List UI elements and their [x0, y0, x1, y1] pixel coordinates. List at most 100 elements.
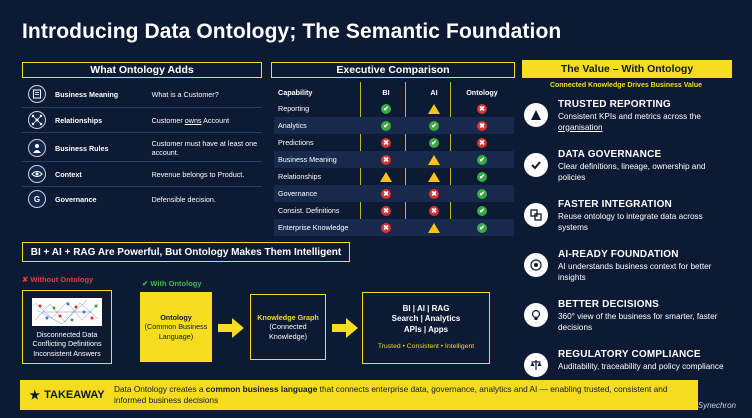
- without-ontology-box: Disconnected Data Conflicting Definition…: [22, 290, 112, 364]
- scales-icon: [524, 353, 548, 377]
- capability-label: Reporting: [278, 104, 310, 113]
- adds-label: Business Rules: [55, 143, 109, 153]
- status-cell-ai: [410, 222, 458, 233]
- status-cell-ont: ✔: [458, 222, 506, 233]
- comparison-row: Enterprise Knowledge✖✔: [274, 219, 514, 236]
- cross-icon: ✖: [381, 154, 391, 165]
- ontology-sub: (Common Business Language): [144, 322, 208, 341]
- value-item-ai-ready: AI-READY FOUNDATION AI understands busin…: [522, 249, 732, 289]
- check-icon: ✔: [477, 154, 487, 165]
- lightbulb-icon: [524, 303, 548, 327]
- capability-label: Business Meaning: [278, 155, 337, 164]
- comparison-row: Analytics ✔ ✔ ✖: [274, 117, 514, 134]
- star-icon: ★: [29, 388, 41, 402]
- status-cell-bi: ✖: [362, 154, 410, 165]
- value-desc: AI understands business context for bett…: [558, 262, 712, 282]
- adds-desc: Customer owns Account: [151, 115, 230, 125]
- adds-item-governance: G Governance Defensible decision.: [22, 187, 262, 211]
- cross-icon: ✖: [477, 103, 487, 114]
- value-desc: Clear definitions, lineage, ownership an…: [558, 162, 706, 182]
- status-cell-ont: ✔: [458, 154, 506, 165]
- divider: [22, 107, 262, 108]
- status-cell-ai: ✖: [410, 188, 458, 199]
- takeaway-label: ★TAKEAWAY: [29, 388, 105, 402]
- check-icon: ✔: [477, 205, 487, 216]
- status-cell-ont: ✖: [458, 120, 506, 131]
- warning-icon: [380, 171, 392, 182]
- adds-item-business-rules: Business Rules Customer must have at lea…: [22, 134, 262, 162]
- status-cell-ai: [410, 171, 458, 182]
- value-title: TRUSTED REPORTING: [558, 99, 671, 110]
- without-line: Disconnected Data: [36, 329, 98, 339]
- book-icon: [28, 85, 46, 103]
- network-graph-image: [32, 297, 102, 326]
- column-header: BI: [382, 88, 390, 97]
- capability-label: Analytics: [278, 121, 307, 130]
- check-icon: ✔: [429, 137, 439, 148]
- capability-label: Consist. Definitions: [278, 206, 340, 215]
- triangle-icon: [524, 103, 548, 127]
- comparison-row: Consist. Definitions✖✖✔: [274, 202, 514, 219]
- page-title: Introducing Data Ontology; The Semantic …: [22, 20, 562, 43]
- knowledge-graph-box: Knowledge Graph (Connected Knowledge): [250, 294, 326, 360]
- value-title: FASTER INTEGRATION: [558, 199, 672, 210]
- column-header: AI: [430, 88, 438, 97]
- value-desc: Consistent KPIs and metrics across the o…: [558, 112, 701, 132]
- warning-icon: [428, 222, 440, 233]
- check-icon: ✔: [429, 120, 439, 131]
- without-line: Inconsistent Answers: [33, 348, 101, 358]
- outcome-line: BI | AI | RAG: [402, 304, 450, 313]
- comparison-row: Business Meaning ✖ ✔: [274, 151, 514, 168]
- value-desc: Auditability, traceability and policy co…: [558, 362, 724, 371]
- value-item-data-governance: DATA GOVERNANCE Clear definitions, linea…: [522, 149, 732, 189]
- comparison-row: Reporting ✔ ✖: [274, 100, 514, 117]
- adds-label: Governance: [55, 194, 97, 204]
- status-cell-ai: [410, 154, 458, 165]
- value-item-better-decisions: BETTER DECISIONS 360° view of the busine…: [522, 299, 732, 339]
- adds-item-business-meaning: Business Meaning What is a Customer?: [22, 82, 262, 106]
- outcome-line: APIs | Apps: [403, 324, 449, 334]
- status-cell-ont: ✔: [458, 205, 506, 216]
- arrow-head: [232, 318, 244, 338]
- arrow-head: [346, 318, 358, 338]
- graph-sub: (Connected Knowledge): [269, 322, 307, 341]
- graph-title: Knowledge Graph: [257, 312, 319, 322]
- status-cell-ai: ✔: [410, 120, 458, 131]
- cross-icon: ✖: [381, 188, 391, 199]
- with-ontology-label: ✔ With Ontology: [142, 279, 202, 288]
- user-icon: [28, 139, 46, 157]
- warning-icon: [428, 103, 440, 114]
- cross-icon: ✖: [429, 205, 439, 216]
- outcome-line: Search | Analytics: [391, 314, 461, 324]
- cross-icon: ✖: [381, 137, 391, 148]
- outcome-box: BI | AI | RAG Search | Analytics APIs | …: [362, 292, 490, 364]
- adds-label: Context: [55, 169, 82, 179]
- adds-label: Business Meaning: [55, 89, 119, 99]
- adds-desc: What is a Customer?: [151, 89, 219, 99]
- value-title: DATA GOVERNANCE: [558, 149, 662, 160]
- value-title: REGULATORY COMPLIANCE: [558, 349, 701, 360]
- divider: [22, 161, 262, 162]
- brand-logo: Synechron: [697, 401, 736, 410]
- divider: [22, 132, 262, 133]
- comparison-heading: Executive Comparison: [271, 62, 515, 78]
- capability-label: Governance: [278, 189, 318, 198]
- eye-icon: [28, 165, 46, 183]
- adds-desc: Defensible decision.: [151, 194, 216, 204]
- check-icon: ✔: [381, 103, 391, 114]
- takeaway-text: Data Ontology creates a common business …: [114, 383, 668, 405]
- comparison-header-row: Capability BI AI Ontology: [274, 84, 514, 101]
- capability-label: Enterprise Knowledge: [278, 223, 349, 232]
- value-desc: 360° view of the business for smarter, f…: [558, 312, 718, 332]
- status-cell-bi: ✖: [362, 137, 410, 148]
- status-cell-ont: ✔: [458, 171, 506, 182]
- adds-desc: Customer must have at least one account.: [151, 139, 258, 157]
- value-title: BETTER DECISIONS: [558, 299, 659, 310]
- adds-item-context: Context Revenue belongs to Product.: [22, 162, 262, 186]
- takeaway-bar: ★TAKEAWAY Data Ontology creates a common…: [20, 380, 698, 410]
- status-cell-bi: ✔: [362, 120, 410, 131]
- adds-label: Relationships: [55, 115, 103, 125]
- governance-icon: G: [28, 190, 46, 208]
- integration-icon: [524, 203, 548, 227]
- without-ontology-label: ✘ Without Ontology: [22, 275, 94, 284]
